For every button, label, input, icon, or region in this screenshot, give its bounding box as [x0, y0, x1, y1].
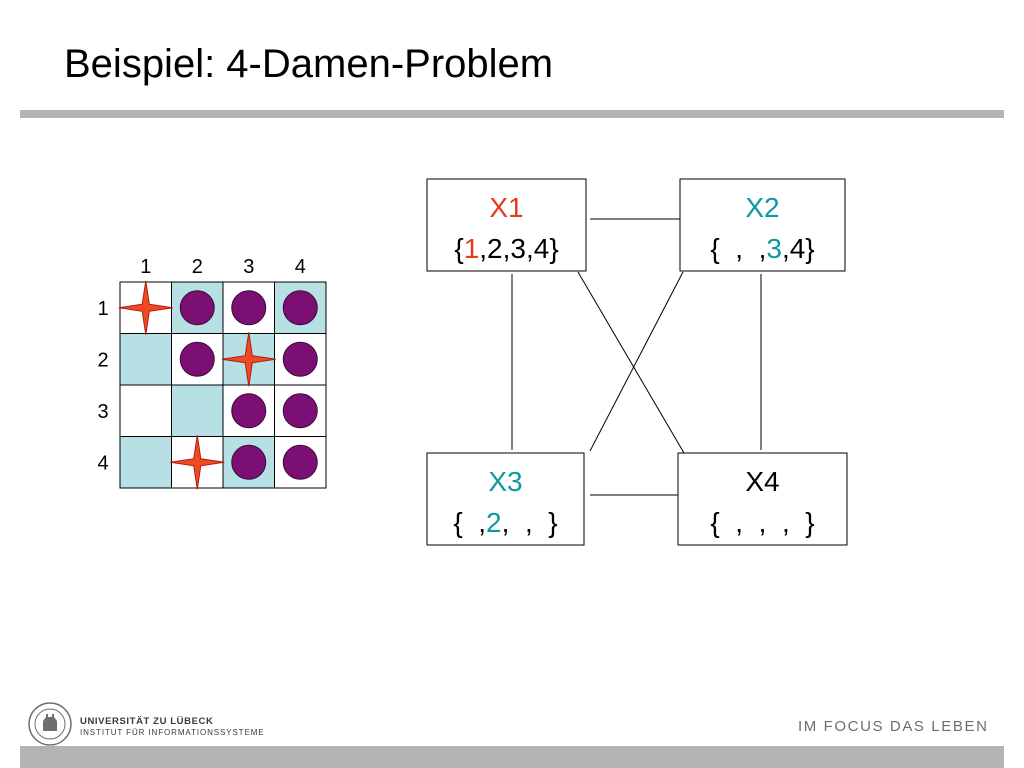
university-seal-icon: [28, 702, 72, 746]
queen-star-icon: [118, 280, 173, 335]
attacked-marker-icon: [282, 444, 318, 480]
variable-domain: { , ,3,4}: [710, 233, 814, 264]
variable-label: X1: [489, 192, 523, 223]
domain-segment: { , , , }: [710, 507, 814, 538]
variable-label: X4: [745, 466, 779, 497]
attacked-marker-icon: [179, 341, 215, 377]
queen-star-icon: [221, 332, 276, 387]
domain-segment: 3: [766, 233, 782, 264]
row-label: 4: [97, 452, 108, 474]
attacked-marker-icon: [231, 444, 267, 480]
board-cell: [119, 333, 172, 386]
variable-node: [426, 178, 587, 272]
domain-segment: ,4}: [782, 233, 815, 264]
board-cell: [119, 436, 172, 489]
variable-domain: {1,2,3,4}: [454, 233, 558, 264]
variable-label: X2: [745, 192, 779, 223]
board-cell: [119, 384, 172, 437]
attacked-marker-icon: [282, 393, 318, 429]
domain-segment: 1: [464, 233, 480, 264]
row-label: 1: [97, 298, 108, 320]
attacked-marker-icon: [231, 290, 267, 326]
variable-node: [677, 452, 848, 546]
attacked-marker-icon: [179, 290, 215, 326]
column-label: 3: [243, 256, 254, 278]
university-name: UNIVERSITÄT ZU LÜBECK: [80, 716, 214, 727]
attacked-marker-icon: [282, 290, 318, 326]
column-label: 4: [295, 256, 306, 278]
column-label: 1: [140, 256, 151, 278]
constraint-edge: [577, 271, 685, 454]
variable-domain: { ,2, , }: [453, 507, 557, 538]
queen-star-icon: [170, 435, 225, 490]
column-label: 2: [192, 256, 203, 278]
institute-name: INSTITUT FÜR INFORMATIONSSYSTEME: [80, 728, 265, 737]
variable-node: [426, 452, 585, 546]
domain-segment: ,2,3,4}: [479, 233, 558, 264]
variable-label: X3: [488, 466, 522, 497]
constraint-edge: [589, 271, 684, 452]
attacked-marker-icon: [231, 393, 267, 429]
domain-segment: {: [454, 233, 463, 264]
board-cell: [171, 384, 224, 437]
row-label: 2: [97, 349, 108, 371]
domain-segment: { , ,: [710, 233, 766, 264]
variable-node: [679, 178, 846, 272]
attacked-marker-icon: [282, 341, 318, 377]
footer-slogan: IM FOCUS DAS LEBEN: [798, 718, 989, 735]
footer-bar: [20, 746, 1004, 768]
row-label: 3: [97, 401, 108, 423]
domain-segment: { ,: [453, 507, 486, 538]
domain-segment: 2: [486, 507, 502, 538]
slide-title: Beispiel: 4-Damen-Problem: [64, 42, 554, 86]
title-divider: [20, 110, 1004, 118]
variable-domain: { , , , }: [710, 507, 814, 538]
domain-segment: , , }: [502, 507, 558, 538]
